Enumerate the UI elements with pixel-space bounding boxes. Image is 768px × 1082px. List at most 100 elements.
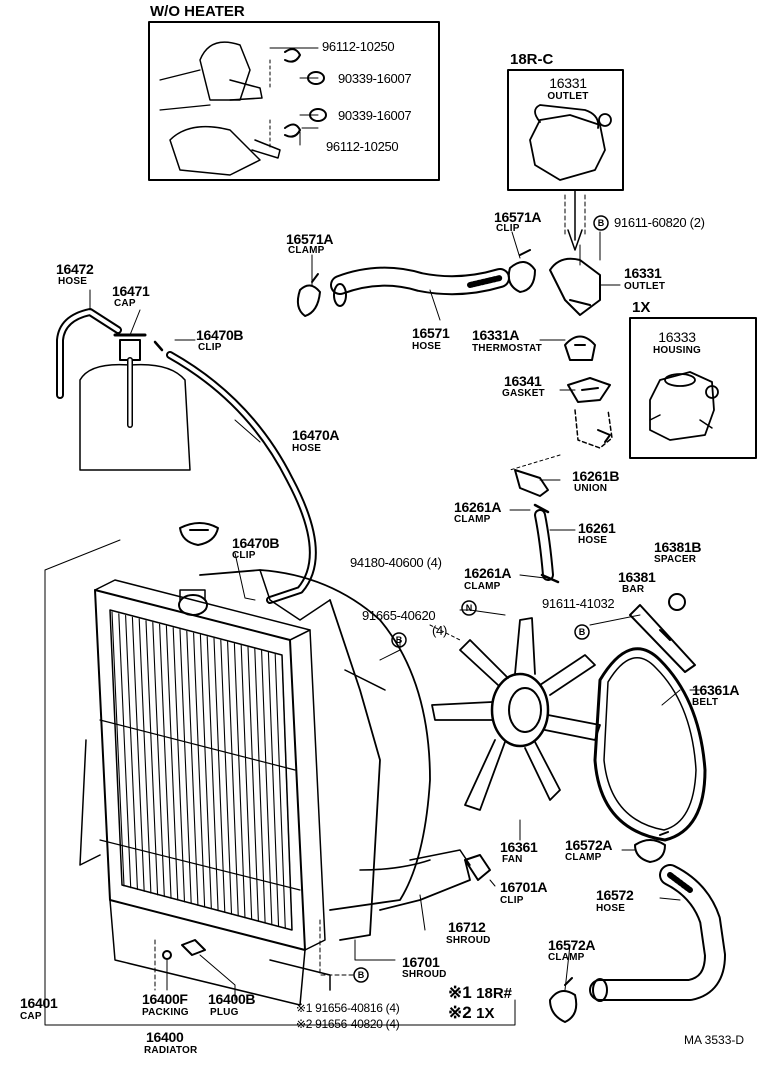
radiator-fin xyxy=(213,637,226,913)
radiator-fin xyxy=(138,618,152,894)
drive-belt-16361a xyxy=(593,647,707,842)
gasket-shape xyxy=(567,377,611,403)
marker-n-94180 xyxy=(461,600,477,616)
wo-heater-inset xyxy=(148,21,440,181)
radiator-fin xyxy=(240,644,253,920)
spacer-16381b-shape xyxy=(668,593,686,611)
part-16331-18rc-name: OUTLET xyxy=(547,91,589,102)
part-91665-qty: (4) xyxy=(432,623,447,638)
part-94180-40600: 94180-40600 (4) xyxy=(350,555,442,570)
part-16470b-mid-number: 16470B xyxy=(232,535,280,551)
legend-note-2-mark: ※2 xyxy=(448,1003,472,1022)
part-96112-10250-a: 96112-10250 xyxy=(322,39,395,54)
part-16261a-bottom-name: CLAMP xyxy=(464,581,501,592)
part-16333-name: HOUSING xyxy=(652,345,702,356)
part-16571a-left-name: CLAMP xyxy=(288,245,325,256)
part-16331-number: 16331 xyxy=(624,265,662,281)
overflow-hose-16470a xyxy=(166,351,317,604)
part-16572-name: HOSE xyxy=(596,903,626,914)
heading-18rc: 18R-C xyxy=(510,51,554,68)
radiator-fin xyxy=(261,650,273,926)
radiator-fin xyxy=(247,646,259,922)
marker-b-91611-60820 xyxy=(593,215,609,231)
heading-1x: 1X xyxy=(632,299,651,316)
fan-shroud xyxy=(199,569,471,941)
part-16712-name: SHROUD xyxy=(446,935,491,946)
part-16341-name: GASKET xyxy=(502,388,545,399)
radiator-fin xyxy=(186,630,199,906)
part-16381b-number: 16381B xyxy=(654,539,702,555)
legend-note-1-text: 18R# xyxy=(476,985,513,1002)
upper-radiator-hose xyxy=(330,266,510,307)
part-16341-number: 16341 xyxy=(504,373,542,389)
radiator-fin xyxy=(267,651,280,928)
part-16261-name: HOSE xyxy=(578,535,608,546)
part-91611-41032: 91611-41032 xyxy=(542,596,615,611)
part-91665-40620: 91665-40620 xyxy=(362,608,436,623)
radiator-fin xyxy=(125,614,138,891)
clamp-16572a-top-shape xyxy=(634,831,669,863)
legend-note-1: ※1 18R# xyxy=(448,984,512,1002)
radiator-fin xyxy=(199,634,212,910)
part-16472-name: HOSE xyxy=(58,276,88,287)
radiator-cap-shape xyxy=(179,522,219,546)
part-16400b-name: PLUG xyxy=(210,1007,239,1018)
clip-16571a-right-shape xyxy=(507,249,536,293)
part-16470a-name: HOSE xyxy=(292,443,322,454)
part-16261b-name: UNION xyxy=(574,483,608,494)
part-16361a-number: 16361A xyxy=(692,682,740,698)
radiator-fin xyxy=(118,613,132,889)
part-16331a-number: 16331A xyxy=(472,327,520,343)
adjusting-bar-16381 xyxy=(629,604,696,673)
radiator-fin xyxy=(193,632,206,908)
part-16261b-number: 16261B xyxy=(572,468,620,484)
radiator-fin xyxy=(227,641,239,917)
marker-b-label-1: B xyxy=(598,218,605,228)
part-16470b-mid-name: CLIP xyxy=(232,550,256,561)
part-16400-name: RADIATOR xyxy=(144,1045,198,1056)
marker-b-91656 xyxy=(353,967,369,983)
part-16701-number: 16701 xyxy=(402,954,440,970)
part-90339-16007-a: 90339-16007 xyxy=(338,71,412,86)
part-16571-name: HOSE xyxy=(412,341,442,352)
radiator-fin xyxy=(220,639,233,915)
cooling-fan xyxy=(431,617,601,811)
part-16572-number: 16572 xyxy=(596,887,634,903)
part-16701a-name: CLIP xyxy=(500,895,524,906)
part-16470b-top-name: CLIP xyxy=(198,342,222,353)
radiator-fin xyxy=(152,622,165,898)
thermostat-shape xyxy=(564,335,596,361)
part-91656-40816: ※1 91656-40816 (4) xyxy=(296,1001,400,1015)
part-16572a-top-number: 16572A xyxy=(565,837,613,853)
drain-plug-shape xyxy=(181,939,206,956)
clamp-16571a-left-shape xyxy=(296,273,321,317)
part-16361-name: FAN xyxy=(502,854,523,865)
part-16331-name: OUTLET xyxy=(624,281,666,292)
marker-b-label-2: B xyxy=(396,635,403,645)
radiator-fin xyxy=(145,620,159,896)
radiator-fin xyxy=(281,655,293,931)
radiator-body xyxy=(79,579,331,1006)
marker-n-label: N xyxy=(466,603,473,613)
radiator-fin xyxy=(254,648,266,924)
legend-note-1-mark: ※1 xyxy=(448,983,472,1002)
part-16381-name: BAR xyxy=(622,584,645,595)
marker-b-91665 xyxy=(391,632,407,648)
part-16471-name: CAP xyxy=(114,298,136,309)
part-16331-18rc-number: 16331 xyxy=(549,75,587,91)
radiator-fin xyxy=(111,611,125,887)
outlet-16331-shape xyxy=(549,257,601,316)
part-16572a-top-name: CLAMP xyxy=(565,852,602,863)
radiator-fin xyxy=(172,627,186,903)
figure-code: MA 3533-D xyxy=(684,1033,745,1047)
part-16571a-right-name: CLIP xyxy=(496,223,520,234)
radiator-fin xyxy=(165,625,179,901)
clamp-16572a-bottom-shape xyxy=(549,977,578,1023)
part-16401-number: 16401 xyxy=(20,995,58,1011)
part-16400b-number: 16400B xyxy=(208,991,256,1007)
housing-1x-inset xyxy=(629,317,757,459)
radiator-fin xyxy=(274,653,286,929)
callout-markers xyxy=(353,215,609,983)
